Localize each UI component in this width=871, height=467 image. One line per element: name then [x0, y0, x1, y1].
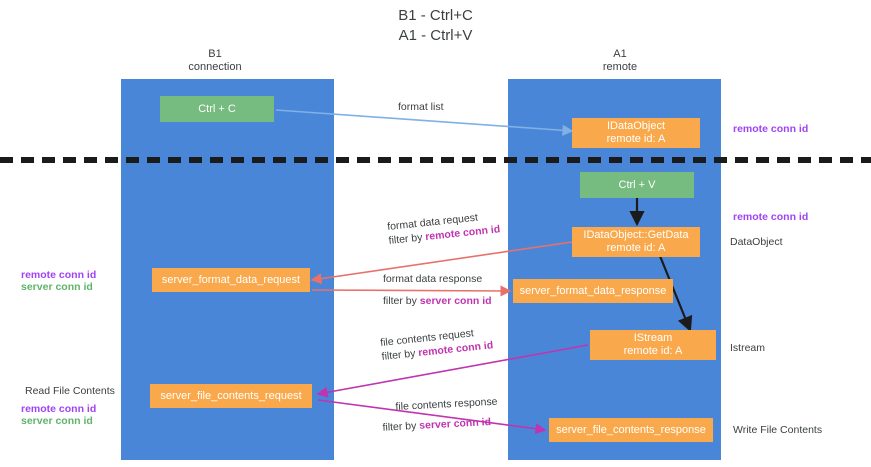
box-server-format-data-response[interactable]: server_format_data_response [513, 279, 673, 303]
column-header-a1-sub: remote [602, 61, 638, 73]
box-ctrl-c[interactable]: Ctrl + C [160, 96, 274, 122]
edge-label-format-list: format list [398, 100, 444, 114]
box-server-format-data-response-label: server_format_data_response [519, 284, 667, 297]
box-server-format-data-request[interactable]: server_format_data_request [152, 268, 310, 292]
column-header-b1-name: B1 [208, 48, 222, 60]
edge-label-file-contents-response-filter: filter by server conn id [382, 415, 499, 435]
column-header-b1-sub: connection [188, 61, 242, 73]
box-ctrl-v[interactable]: Ctrl + V [580, 172, 694, 198]
box-idataobject-line2: remote id: A [606, 133, 666, 145]
column-header-b1: B1 connection [155, 48, 275, 74]
annotation-left-server-conn-id-bot: server conn id [21, 415, 93, 427]
annotation-left-read-file-contents: Read File Contents [25, 385, 115, 397]
title-line-1: B1 - Ctrl+C [398, 7, 473, 24]
annotation-left-remote-conn-id-bot: remote conn id [21, 403, 97, 415]
title-line-2: A1 - Ctrl+V [398, 27, 473, 44]
edge-label-file-contents-request: file contents request filter by remote c… [380, 324, 494, 364]
box-server-format-data-request-label: server_format_data_request [161, 273, 301, 286]
box-server-file-contents-response[interactable]: server_file_contents_response [549, 418, 713, 442]
box-server-file-contents-request-label: server_file_contents_request [160, 389, 302, 402]
box-istream-line1: IStream [633, 332, 673, 344]
annotation-right-remote-conn-id-top: remote conn id [733, 123, 809, 135]
box-ctrl-c-label: Ctrl + C [198, 102, 236, 115]
edge-label-file-contents-response-text: file contents response [395, 395, 498, 414]
box-istream[interactable]: IStream remote id: A [590, 330, 716, 360]
diagram-title: B1 - Ctrl+C A1 - Ctrl+V [0, 6, 871, 46]
edge-label-format-data-response-text: format data response [383, 273, 483, 285]
filter-key-server-conn-id: server conn id [419, 295, 492, 307]
filter-prefix: filter by [383, 295, 420, 307]
edge-label-format-data-request: format data request filter by remote con… [387, 208, 501, 248]
edge-label-format-list-text: format list [398, 101, 444, 113]
box-server-file-contents-request[interactable]: server_file_contents_request [150, 384, 312, 408]
annotation-left-remote-conn-id-mid: remote conn id [21, 269, 97, 281]
annotation-right-istream: Istream [730, 342, 766, 354]
filter-prefix: filter by [382, 419, 420, 434]
annotation-left-server-conn-id-mid: server conn id [21, 281, 93, 293]
box-istream-line2: remote id: A [623, 345, 683, 357]
annotation-right-remote-conn-id-mid: remote conn id [733, 211, 809, 223]
filter-prefix: filter by [381, 347, 419, 363]
edge-label-format-data-response: format data response filter by server co… [383, 272, 492, 308]
box-getdata-line2: remote id: A [606, 242, 666, 254]
filter-key-server-conn-id: server conn id [418, 416, 492, 432]
box-idataobject-line1: IDataObject [606, 120, 666, 132]
annotation-right-dataobject: DataObject [730, 236, 783, 248]
column-header-a1: A1 remote [560, 48, 680, 74]
column-header-a1-name: A1 [613, 48, 627, 60]
box-getdata-line1: IDataObject::GetData [583, 229, 689, 241]
edge-label-format-data-response-filter: filter by server conn id [383, 294, 492, 308]
box-idataobject-getdata[interactable]: IDataObject::GetData remote id: A [572, 227, 700, 257]
annotation-right-write-file-contents: Write File Contents [733, 424, 823, 436]
edge-label-file-contents-response: file contents response filter by server … [382, 395, 499, 434]
section-divider [0, 157, 871, 163]
box-ctrl-v-label: Ctrl + V [618, 178, 656, 191]
box-idataobject[interactable]: IDataObject remote id: A [572, 118, 700, 148]
box-server-file-contents-response-label: server_file_contents_response [556, 423, 706, 436]
filter-prefix: filter by [388, 231, 426, 247]
